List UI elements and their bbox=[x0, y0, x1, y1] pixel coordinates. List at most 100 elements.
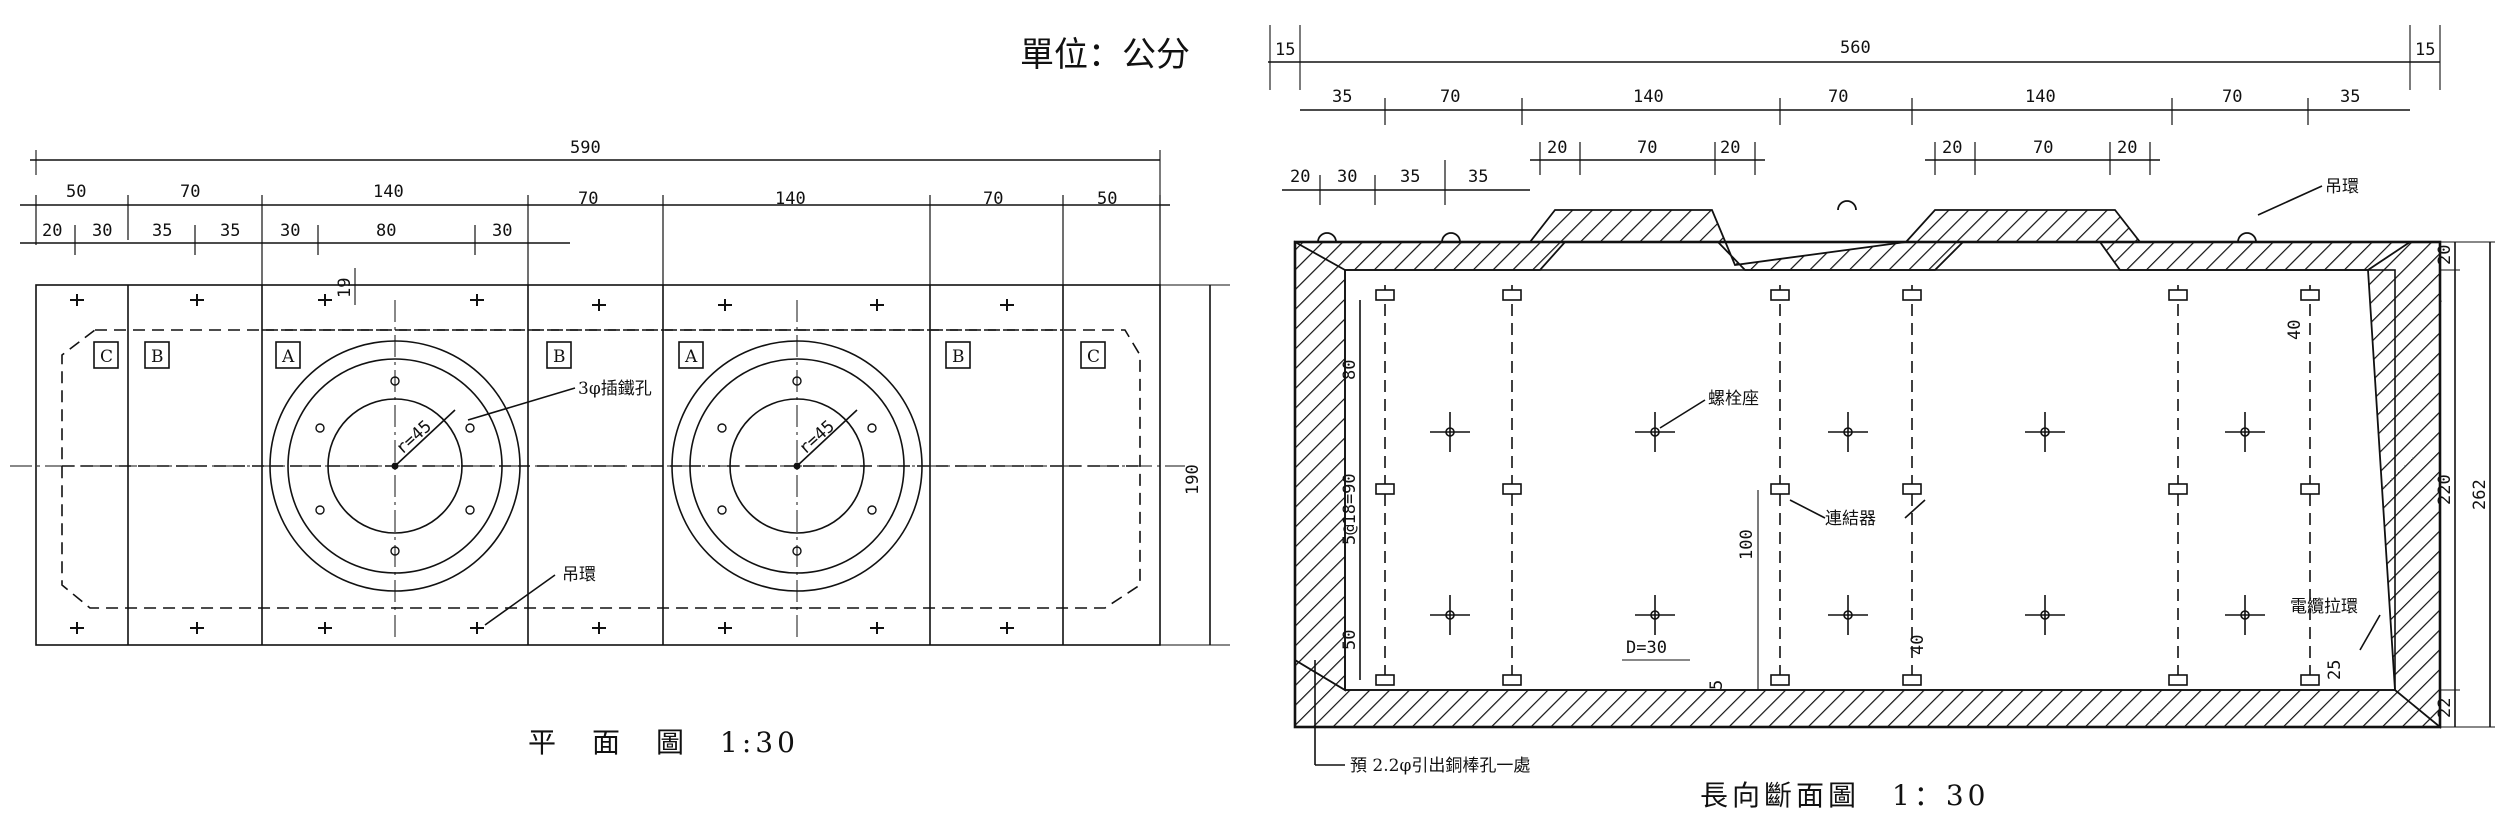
section-callout-cable-ring: 電纜拉環 bbox=[2290, 597, 2358, 617]
section-right-wall bbox=[2367, 241, 2441, 729]
plan-dim-r2-2: 35 bbox=[152, 221, 172, 241]
section-dim-r2-3: 35 bbox=[1468, 167, 1488, 187]
section-dim-r1-3: 70 bbox=[1828, 87, 1848, 107]
section-dim-right-22: 22 bbox=[2435, 698, 2455, 718]
section-dim-open-3: 20 bbox=[1942, 138, 1962, 158]
section-dim-r1-4: 140 bbox=[2025, 87, 2056, 107]
plan-ring-marks bbox=[70, 294, 1014, 634]
section-dim-left-1: 5@18=90 bbox=[1340, 473, 1360, 545]
section-callout-bolt: 螺栓座 bbox=[1708, 389, 1759, 409]
section-dim-right-25: 25 bbox=[2325, 660, 2345, 680]
section-dim-open-2: 20 bbox=[1720, 138, 1740, 158]
plan-outline bbox=[35, 284, 1161, 646]
callout-dowel-hole: 3φ插鐵孔 bbox=[467, 379, 652, 421]
plan-dim-r1-4: 140 bbox=[775, 189, 806, 209]
section-dim-open-4: 70 bbox=[2033, 138, 2053, 158]
plan-view: 590 50 70 140 70 140 70 50 bbox=[10, 138, 1230, 759]
section-top-slab bbox=[1294, 209, 2442, 302]
section-dim-open-0: 20 bbox=[1547, 138, 1567, 158]
section-dim-r2-1: 30 bbox=[1337, 167, 1357, 187]
callout-lifting-ring: 吊環 bbox=[484, 565, 596, 626]
plan-dim-r2-4: 30 bbox=[280, 221, 300, 241]
plan-dim-r2-6: 30 bbox=[492, 221, 512, 241]
section-dim-100: 100 bbox=[1737, 529, 1757, 560]
radius-label-right: r=45 bbox=[795, 416, 839, 458]
section-dim-open-5: 20 bbox=[2117, 138, 2137, 158]
section-view: 560 15 15 35 70 140 70 140 70 35 bbox=[1268, 25, 2495, 812]
plan-dim-r1-6: 50 bbox=[1097, 189, 1117, 209]
plan-dim-r2-1: 30 bbox=[92, 221, 112, 241]
plan-dim-190: 190 bbox=[1183, 464, 1203, 495]
section-dim-40: 40 bbox=[1908, 635, 1928, 655]
section-dim-r1-0: 35 bbox=[1332, 87, 1352, 107]
section-dim-d30: D=30 bbox=[1626, 638, 1667, 658]
section-note-bottom: 預 2.2φ引出銅棒孔一處 bbox=[1350, 756, 1530, 776]
plan-title: 平 面 圖 1:30 bbox=[528, 726, 799, 759]
section-bottom-slab bbox=[1294, 658, 2441, 728]
panel-label-a-2: A bbox=[684, 347, 698, 367]
section-dim-total: 560 15 15 bbox=[1268, 25, 2441, 90]
section-dim-right-220: 220 bbox=[2435, 474, 2455, 505]
section-dim-r1-2: 140 bbox=[1633, 87, 1664, 107]
panel-label-b-3: B bbox=[952, 347, 965, 367]
section-bolt-seats bbox=[1430, 412, 2265, 635]
section-callout-connector: 連結器 bbox=[1825, 509, 1876, 529]
panel-label-b-2: B bbox=[553, 347, 566, 367]
panel-label-c-left: C bbox=[100, 347, 113, 367]
plan-dim-total: 590 bbox=[570, 138, 601, 158]
dowel-holes bbox=[315, 376, 877, 556]
section-dim-r1-1: 70 bbox=[1440, 87, 1460, 107]
section-dim-r2-2: 35 bbox=[1400, 167, 1420, 187]
panel-label-b-1: B bbox=[151, 347, 164, 367]
section-dim-edge-right: 15 bbox=[2415, 40, 2435, 60]
section-dim-left-0: 80 bbox=[1340, 360, 1360, 380]
plan-dim-r2-0: 20 bbox=[42, 221, 62, 241]
section-dim-total-text: 560 bbox=[1840, 38, 1871, 58]
section-dim-left-2: 50 bbox=[1340, 630, 1360, 650]
plan-dim-r1-5: 70 bbox=[983, 189, 1003, 209]
section-title: 長向斷面圖 1：30 bbox=[1700, 779, 1989, 812]
section-dim-right-20: 20 bbox=[2435, 245, 2455, 265]
plan-dim-r2-3: 35 bbox=[220, 221, 240, 241]
section-lifting-rings bbox=[1317, 200, 2257, 243]
section-dim-openings: 20 70 20 20 70 20 bbox=[1530, 138, 2160, 175]
section-connectors bbox=[1375, 289, 2320, 686]
section-inner-dims: 100 40 D=30 5 bbox=[1622, 490, 1928, 690]
section-panel-joints bbox=[1384, 285, 2311, 680]
section-callout-ring: 吊環 bbox=[2325, 177, 2359, 197]
section-right-dims: 20 220 262 22 40 25 bbox=[2285, 241, 2495, 728]
plan-dimension-total: 590 bbox=[30, 138, 1161, 240]
section-dim-right-262: 262 bbox=[2470, 479, 2490, 510]
section-left-dims: 80 5@18=90 50 bbox=[1340, 300, 1361, 680]
section-dim-right-40: 40 bbox=[2285, 320, 2305, 340]
section-dim-r2-0: 20 bbox=[1290, 167, 1310, 187]
callout-lifting-ring-text: 吊環 bbox=[562, 565, 596, 585]
plan-dim-r1-3: 70 bbox=[578, 189, 598, 209]
plan-dimension-row1: 50 70 140 70 140 70 50 bbox=[20, 182, 1170, 285]
plan-dim-19: 19 bbox=[335, 268, 356, 305]
plan-dim-r1-1: 70 bbox=[180, 182, 200, 202]
plan-dim-depth: 190 bbox=[1160, 284, 1230, 646]
plan-dim-r1-2: 140 bbox=[373, 182, 404, 202]
panel-label-a-1: A bbox=[281, 347, 295, 367]
plan-panel-labels: C B A B A B C bbox=[93, 341, 1106, 369]
section-dim-row1: 35 70 140 70 140 70 35 bbox=[1300, 87, 2410, 125]
section-dim-5: 5 bbox=[1707, 680, 1727, 690]
callout-dowel-hole-text: 3φ插鐵孔 bbox=[578, 379, 652, 399]
section-dim-r1-5: 70 bbox=[2222, 87, 2242, 107]
section-dim-r1-6: 35 bbox=[2340, 87, 2360, 107]
plan-dim-19-text: 19 bbox=[335, 278, 355, 298]
radius-label-left: r=45 bbox=[392, 416, 436, 458]
section-dim-open-1: 70 bbox=[1637, 138, 1657, 158]
plan-dim-r1-0: 50 bbox=[66, 182, 86, 202]
section-left-wall bbox=[1294, 240, 1346, 692]
plan-inner-dashed-outline bbox=[61, 329, 1141, 609]
section-callouts: 吊環 螺栓座 連結器 電纜拉環 預 2.2φ引出銅棒孔一處 bbox=[1314, 177, 2381, 776]
section-dim-edge-left: 15 bbox=[1275, 40, 1295, 60]
plan-dim-r2-5: 80 bbox=[376, 221, 396, 241]
panel-label-c-right: C bbox=[1087, 347, 1100, 367]
unit-label: 單位：公分 bbox=[1020, 35, 1190, 75]
section-dim-row2: 20 30 35 35 bbox=[1282, 160, 1530, 205]
plan-dimension-row2: 20 30 35 35 30 80 30 bbox=[20, 221, 570, 255]
